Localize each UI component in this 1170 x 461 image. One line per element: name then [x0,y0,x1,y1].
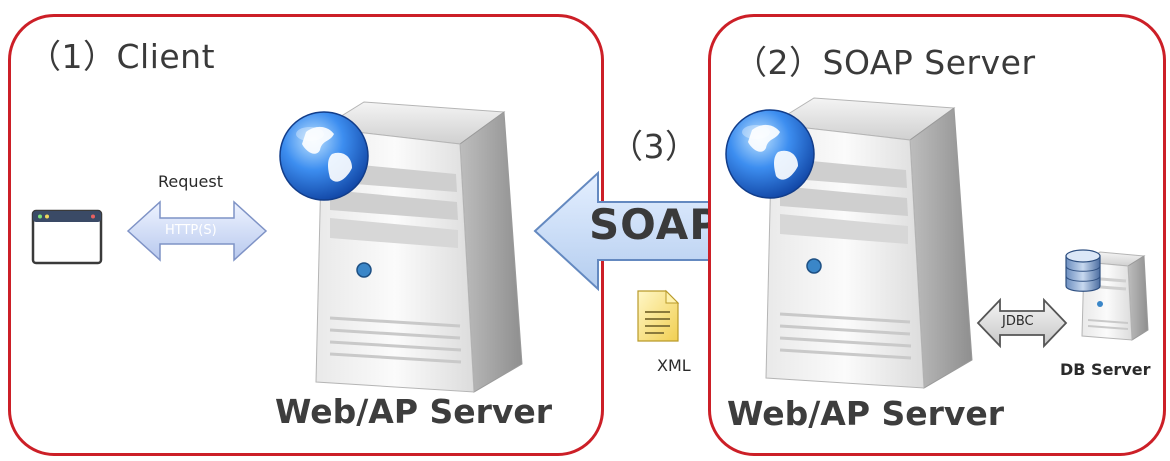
soap-server-caption: Web/AP Server [727,394,1005,433]
soap-server-panel-title: （2）SOAP Server [734,43,1036,82]
http-double-arrow [126,200,268,262]
soap-web-server-icon [765,97,973,389]
globe-icon [279,111,369,201]
browser-window-icon [31,209,103,265]
xml-document-icon [637,289,680,342]
soap-label: SOAP [588,200,722,249]
web-server-icon [315,101,523,393]
jdbc-label: JDBC [1002,314,1034,329]
soap-globe-icon [725,109,815,199]
step-3-label: （3） [610,127,699,166]
request-label: Request [158,172,223,191]
http-protocol-label: HTTP(S) [165,223,217,238]
db-server-label: DB Server [1060,360,1151,379]
xml-label: XML [657,356,691,375]
jdbc-double-arrow [976,297,1068,349]
database-icon [1065,249,1101,292]
client-panel-title: （1）Client [28,37,216,76]
client-server-caption: Web/AP Server [275,392,553,431]
